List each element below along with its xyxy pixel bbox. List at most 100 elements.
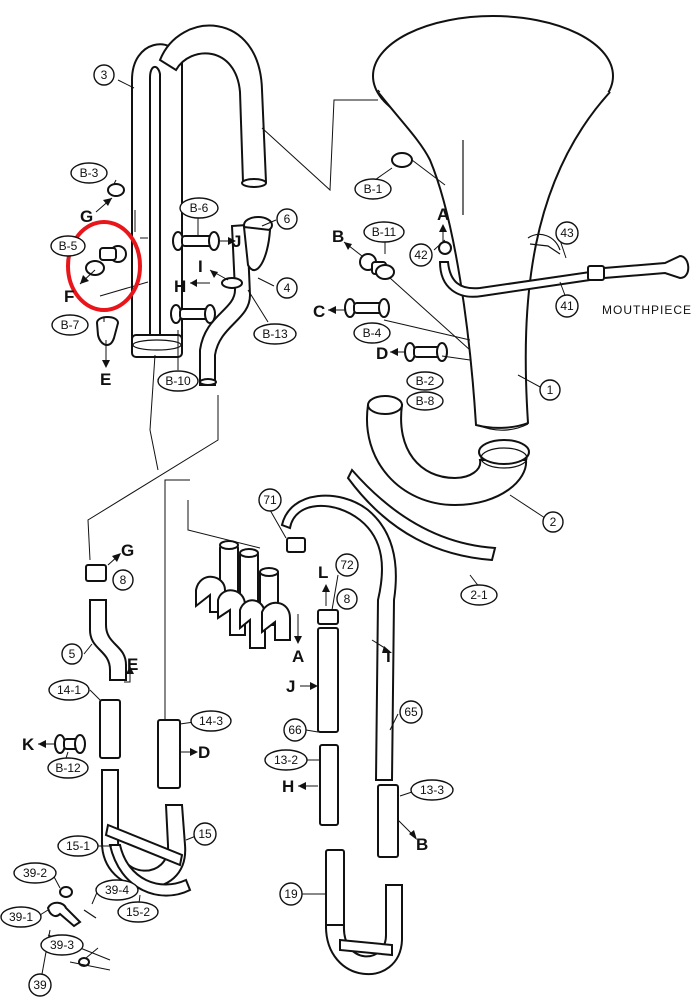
callout-41-label: 41: [560, 299, 574, 313]
letter-d-top: D: [376, 344, 388, 363]
direction-arrows: [38, 197, 447, 840]
callout-b-8-label: B-8: [416, 394, 435, 408]
callout-41[interactable]: 41: [555, 294, 579, 318]
callout-3-label: 3: [101, 68, 108, 82]
callout-15-label: 15: [198, 827, 212, 841]
callout-39-1-label: 39-1: [9, 910, 33, 924]
callout-65[interactable]: 65: [399, 700, 423, 724]
callout-39-3[interactable]: 39-3: [40, 934, 84, 956]
letter-e-lower: E: [127, 655, 138, 674]
s-pipe-part: [199, 216, 273, 386]
callout-66[interactable]: 66: [283, 718, 307, 742]
callout-43-label: 43: [560, 226, 574, 240]
callout-72[interactable]: 72: [335, 553, 359, 577]
callout-b-2-label: B-2: [416, 374, 435, 388]
left-lower-tubes: [85, 564, 192, 897]
letter-h-top: H: [174, 277, 186, 296]
callout-b-5[interactable]: B-5: [50, 235, 86, 257]
letter-l: L: [318, 563, 328, 582]
callout-b-11-label: B-11: [372, 225, 397, 239]
callout-b-8[interactable]: B-8: [406, 391, 444, 411]
callout-71[interactable]: 71: [258, 488, 282, 512]
callout-b-10-label: B-10: [165, 374, 191, 388]
callout-b-4-label: B-4: [363, 326, 382, 340]
callout-8-left[interactable]: 8: [112, 569, 134, 591]
letter-j-lower: J: [286, 677, 295, 696]
callout-42[interactable]: 42: [409, 243, 433, 267]
callout-b-7[interactable]: B-7: [51, 314, 89, 336]
connection-letters: G F E H I J A B C D G E K D A L I J H B: [22, 205, 449, 854]
callout-2-1[interactable]: 2-1: [460, 584, 498, 606]
callout-1[interactable]: 1: [539, 379, 561, 401]
callout-39-4-label: 39-4: [105, 883, 129, 897]
callout-39[interactable]: 39: [28, 973, 52, 997]
callout-2[interactable]: 2: [542, 511, 564, 533]
callout-b-4[interactable]: B-4: [353, 322, 391, 344]
callout-b-3-label: B-3: [80, 166, 99, 180]
leadpipe-assembly: [438, 233, 690, 298]
callout-42-label: 42: [414, 248, 428, 262]
letter-e-top: E: [100, 370, 111, 389]
callout-6-label: 6: [284, 212, 291, 226]
callout-39-2[interactable]: 39-2: [13, 862, 57, 884]
valve-tubes-cluster: [195, 540, 291, 649]
callout-3[interactable]: 3: [93, 64, 115, 86]
callout-b-1-label: B-1: [364, 182, 383, 196]
mouthpiece-label: MOUTHPIECE: [602, 303, 692, 317]
callout-b-3[interactable]: B-3: [70, 162, 108, 184]
callout-b-10[interactable]: B-10: [157, 370, 199, 392]
part-code-callouts: B-3 B-5 B-7 B-6 B-10 B-13 B-1 B-11: [0, 162, 498, 956]
letter-h-lower: H: [282, 777, 294, 796]
callout-14-3-label: 14-3: [199, 714, 223, 728]
callout-13-3[interactable]: 13-3: [410, 779, 454, 801]
upper-right-crook-part: [280, 494, 399, 858]
callout-13-2-label: 13-2: [274, 753, 298, 767]
letter-d-lower: D: [198, 743, 210, 762]
callout-8-right[interactable]: 8: [336, 588, 358, 610]
callout-19[interactable]: 19: [279, 882, 303, 906]
callout-b-7-label: B-7: [61, 318, 80, 332]
callout-b-5-label: B-5: [59, 239, 78, 253]
callout-39-label: 39: [33, 978, 47, 992]
callout-14-3[interactable]: 14-3: [190, 710, 232, 732]
callout-b-12[interactable]: B-12: [47, 757, 89, 779]
callout-4[interactable]: 4: [276, 277, 298, 299]
callout-39-4[interactable]: 39-4: [95, 879, 139, 901]
letter-a-middle: A: [292, 647, 304, 666]
callout-2-label: 2: [550, 515, 557, 529]
callout-39-3-label: 39-3: [50, 938, 74, 952]
letter-i-top: I: [198, 257, 203, 276]
right-lower-tubes: [317, 609, 403, 975]
callout-14-1[interactable]: 14-1: [48, 679, 90, 701]
callout-b-12-label: B-12: [55, 761, 81, 775]
callout-15-1[interactable]: 15-1: [57, 835, 99, 857]
callout-65-label: 65: [404, 705, 418, 719]
letter-k: K: [22, 735, 35, 754]
callout-b-2[interactable]: B-2: [406, 371, 444, 391]
callout-b-11[interactable]: B-11: [363, 221, 405, 243]
letter-b-lower: B: [416, 835, 428, 854]
callout-b-6[interactable]: B-6: [179, 197, 219, 219]
callout-5[interactable]: 5: [61, 643, 83, 665]
callout-15-2[interactable]: 15-2: [117, 901, 159, 923]
letter-f: F: [64, 287, 74, 306]
callout-b-13-label: B-13: [262, 327, 288, 341]
callout-39-1[interactable]: 39-1: [0, 906, 42, 928]
letter-a-top: A: [437, 205, 449, 224]
letter-j-top: J: [232, 232, 241, 251]
callout-13-2[interactable]: 13-2: [264, 749, 308, 771]
highlight-circle: [66, 220, 142, 312]
small-valve-parts: [46, 152, 448, 967]
callout-43[interactable]: 43: [555, 221, 579, 245]
callout-15[interactable]: 15: [193, 822, 217, 846]
callout-6[interactable]: 6: [276, 208, 298, 230]
callout-19-label: 19: [284, 887, 298, 901]
callout-15-1-label: 15-1: [66, 839, 90, 853]
callout-8-left-label: 8: [120, 573, 127, 587]
letter-g-top: G: [80, 207, 93, 226]
callout-2-1-label: 2-1: [470, 588, 488, 602]
callout-b-1[interactable]: B-1: [354, 178, 392, 200]
letter-b-top: B: [332, 227, 344, 246]
callout-b-13[interactable]: B-13: [253, 323, 297, 345]
